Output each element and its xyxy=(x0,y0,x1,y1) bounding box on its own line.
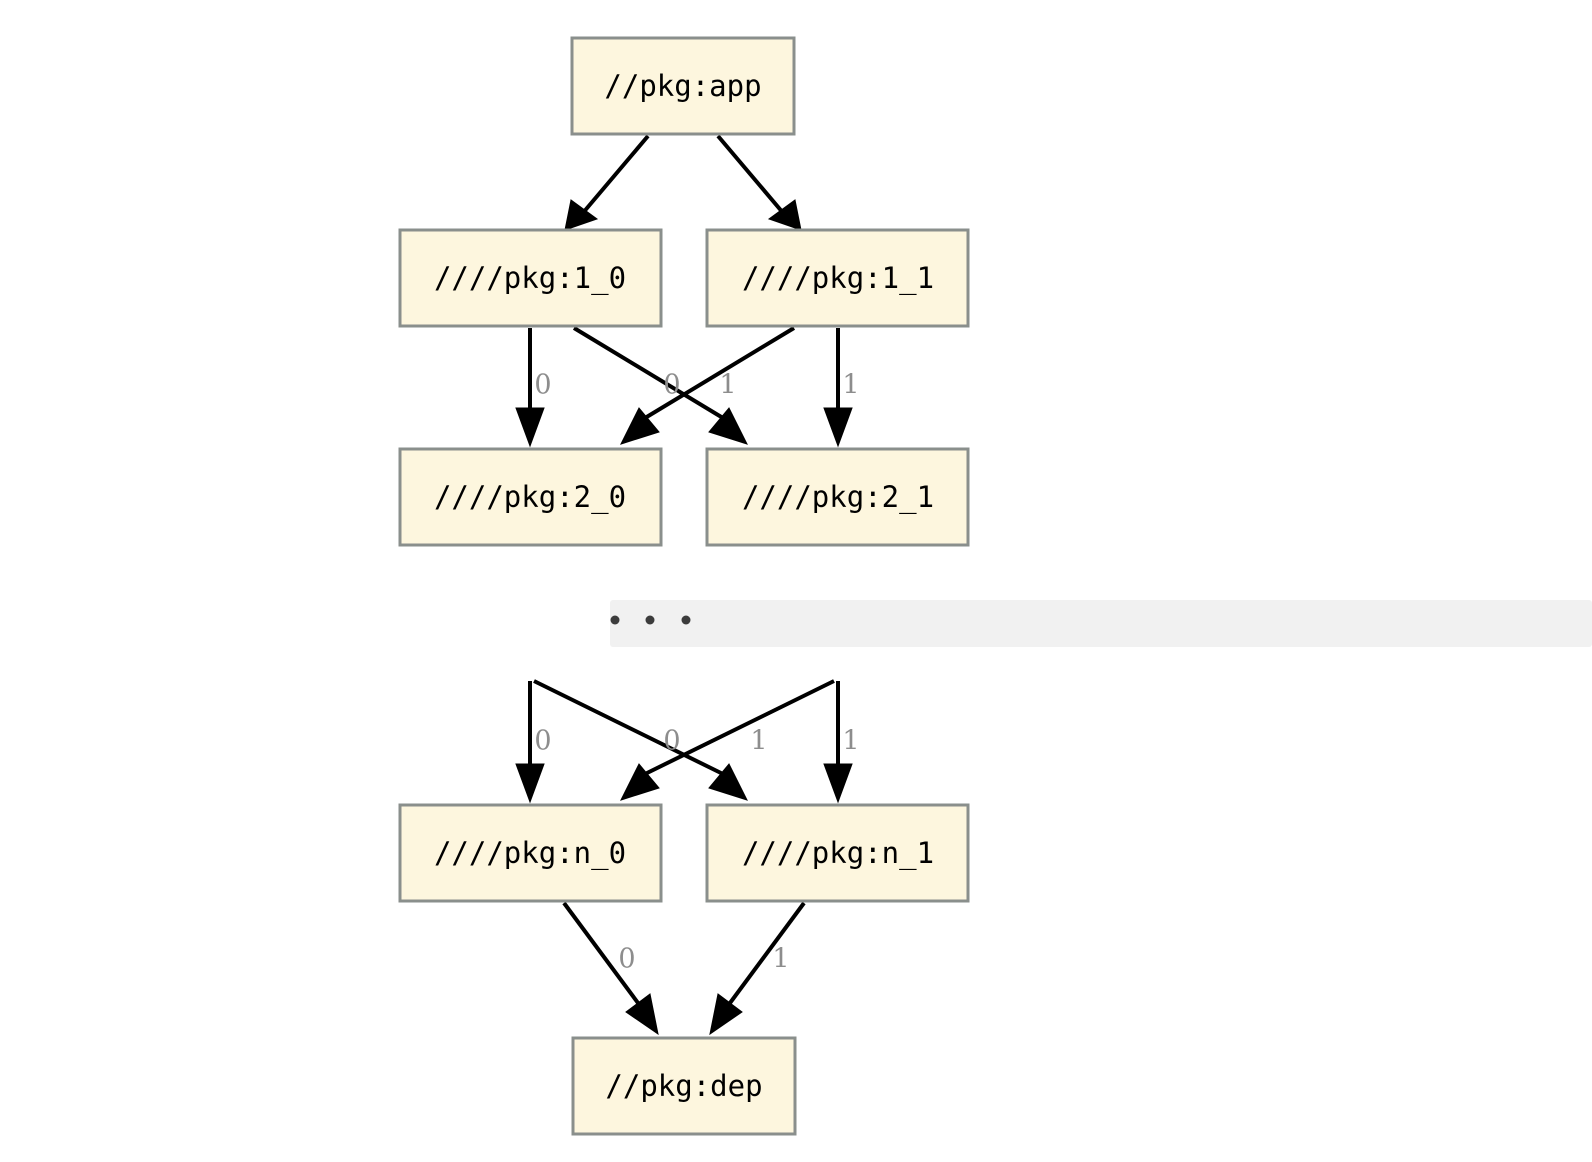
node-pkg-2_1[interactable]: ////pkg:2_1 xyxy=(705,447,970,547)
edge-truncated-to-n_0-a: 0 xyxy=(515,681,552,804)
edge-label: 1 xyxy=(719,370,736,401)
edge-1_1-to-2_1: 1 xyxy=(823,328,860,448)
edge-app-to-1_0 xyxy=(564,134,650,231)
edge-label: 1 xyxy=(772,944,789,975)
node-pkg-1_0[interactable]: ////pkg:1_0 xyxy=(398,228,663,328)
edge-app-to-1_1 xyxy=(716,134,802,231)
edge-label: 0 xyxy=(618,944,635,975)
ellipsis-dot xyxy=(681,615,691,625)
node-label: ////pkg:n_0 xyxy=(434,836,626,871)
edge-n_1-to-dep: 1 xyxy=(709,901,806,1036)
edge-truncated-to-n_1-b: 1 xyxy=(823,681,860,804)
node-label: ////pkg:1_1 xyxy=(742,261,934,296)
node-label: ////pkg:1_0 xyxy=(434,261,626,296)
node-pkg-n_1[interactable]: ////pkg:n_1 xyxy=(705,803,970,903)
node-app[interactable]: //pkg:app xyxy=(570,36,796,136)
node-dep[interactable]: //pkg:dep xyxy=(571,1036,797,1136)
node-pkg-1_1[interactable]: ////pkg:1_1 xyxy=(705,228,970,328)
edge-1_0-to-2_0: 0 xyxy=(515,328,552,448)
edge-label: 0 xyxy=(534,370,551,401)
edge-label: 0 xyxy=(663,370,680,401)
node-label: //pkg:dep xyxy=(605,1069,762,1103)
node-label: ////pkg:2_0 xyxy=(434,480,626,515)
edge-label: 0 xyxy=(534,726,551,757)
edge-1_1-to-2_0: 1 xyxy=(620,326,796,445)
edge-truncated-to-n_0-b: 1 xyxy=(620,679,835,801)
edge-1_0-to-2_1: 0 xyxy=(572,326,748,445)
node-pkg-n_0[interactable]: ////pkg:n_0 xyxy=(398,803,663,903)
node-label: ////pkg:n_1 xyxy=(742,836,934,871)
node-label: ////pkg:2_1 xyxy=(742,480,934,515)
ellipsis-dot xyxy=(645,615,655,625)
edge-n_0-to-dep: 0 xyxy=(562,901,659,1036)
edge-truncated-to-n_1-a: 0 xyxy=(533,679,748,801)
node-pkg-2_0[interactable]: ////pkg:2_0 xyxy=(398,447,663,547)
ellipsis-separator xyxy=(610,600,1592,647)
edge-label: 0 xyxy=(663,726,680,757)
node-label: //pkg:app xyxy=(604,69,761,103)
edge-label: 1 xyxy=(842,726,859,757)
edge-label: 1 xyxy=(842,370,859,401)
ellipsis-dot xyxy=(610,615,620,625)
edge-label: 1 xyxy=(750,726,767,757)
